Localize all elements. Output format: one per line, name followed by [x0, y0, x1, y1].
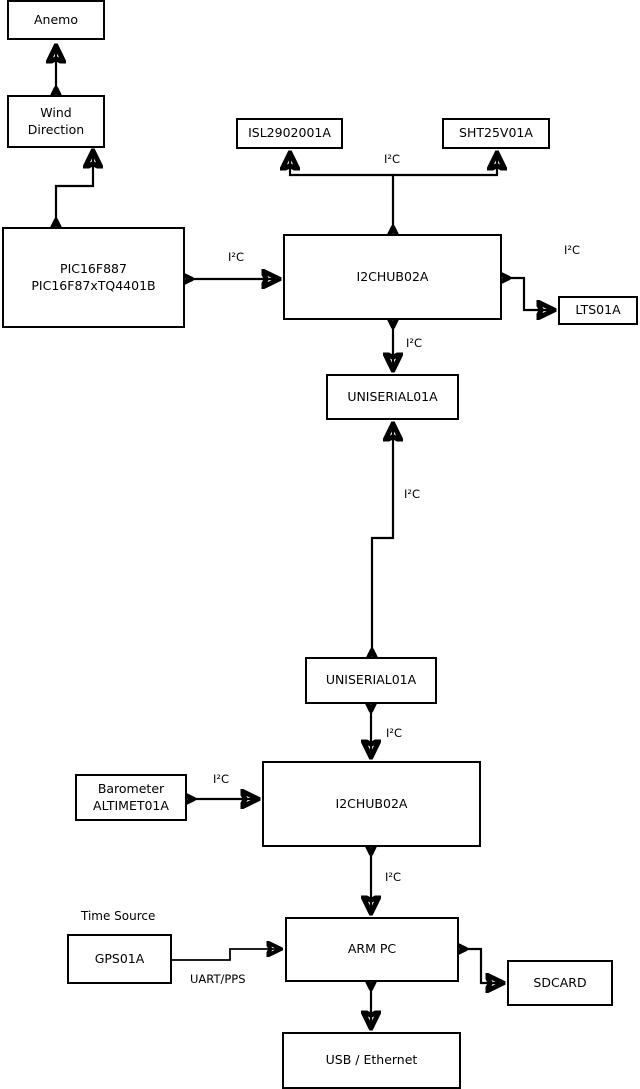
label-i2c-hub-lts: I²C	[564, 243, 581, 257]
node-usb-ethernet[interactable]: USB / Ethernet	[282, 1032, 461, 1089]
node-arm-pc[interactable]: ARM PC	[285, 917, 459, 982]
node-uniserial01a-top[interactable]: UNISERIAL01A	[326, 374, 459, 420]
node-anemo[interactable]: Anemo	[7, 0, 105, 40]
node-uniserial01a-bottom[interactable]: UNISERIAL01A	[305, 657, 437, 704]
label-time-source: Time Source	[81, 909, 156, 923]
label-i2c-uniserial-hub-bottom: I²C	[386, 726, 403, 740]
node-isl2902001a[interactable]: ISL2902001A	[236, 118, 343, 149]
wire-sensorbus-sht	[393, 154, 497, 177]
node-barometer-altimet01a[interactable]: Barometer ALTIMET01A	[75, 774, 187, 821]
wire-uniserial-link	[372, 425, 393, 652]
node-pic-mcu[interactable]: PIC16F887 PIC16F87xTQ4401B	[2, 227, 185, 328]
wire-wind-pic	[56, 152, 93, 222]
node-wind-direction[interactable]: Wind Direction	[7, 95, 105, 148]
wire-hub-sensorbus	[290, 154, 393, 229]
label-i2c-barometer-hub: I²C	[213, 772, 230, 786]
wire-arm-sdcard	[464, 949, 502, 983]
node-lts01a[interactable]: LTS01A	[558, 296, 638, 325]
label-i2c-hub-uniserial-top: I²C	[406, 336, 423, 350]
node-i2chub02a-top[interactable]: I2CHUB02A	[283, 234, 502, 320]
label-uart-pps: UART/PPS	[190, 972, 246, 986]
wire-gps-arm	[172, 949, 280, 961]
label-i2c-uniserial-link: I²C	[404, 487, 421, 501]
node-sdcard[interactable]: SDCARD	[507, 960, 613, 1006]
node-sht25v01a[interactable]: SHT25V01A	[442, 118, 550, 149]
node-i2chub02a-bottom[interactable]: I2CHUB02A	[262, 761, 481, 847]
label-i2c-hub-arm: I²C	[385, 870, 402, 884]
node-gps01a[interactable]: GPS01A	[67, 934, 172, 984]
wire-hub-lts	[507, 278, 553, 310]
label-i2c-pic-hub: I²C	[228, 250, 245, 264]
label-i2c-sensor-bus: I²C	[384, 152, 401, 166]
